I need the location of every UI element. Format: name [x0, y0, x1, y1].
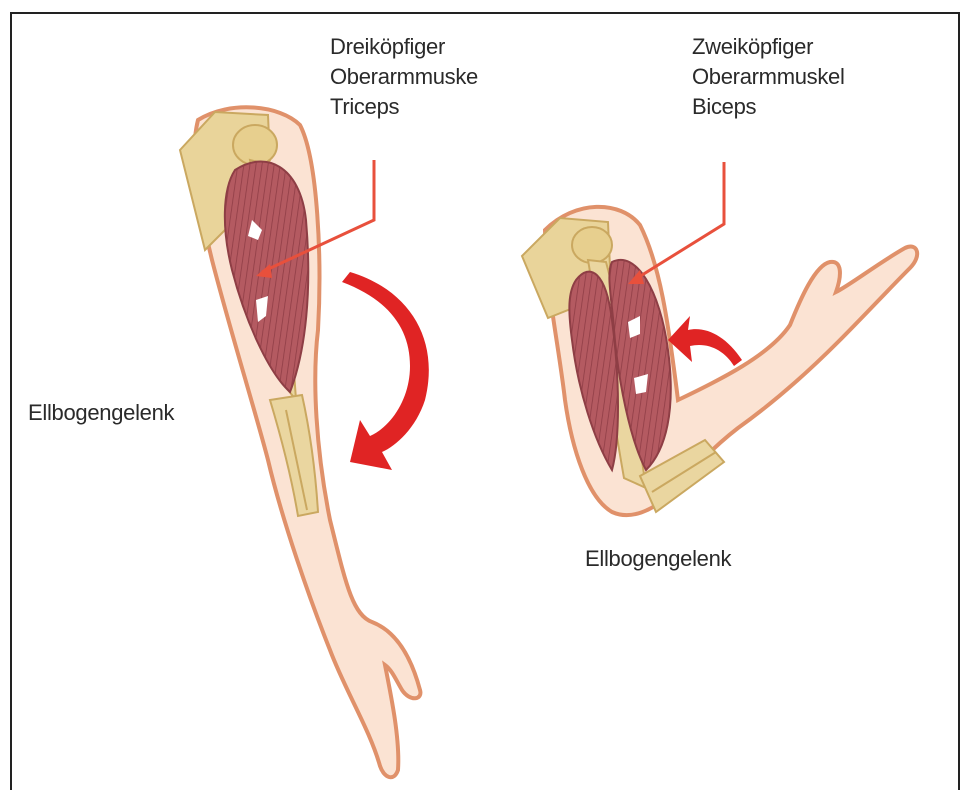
- left-elbow-joint-label: Ellbogengelenk: [28, 398, 174, 428]
- triceps-label-line-2: Oberarmmuske: [330, 62, 478, 92]
- triceps-label-line-1: Dreiköpfiger: [330, 32, 478, 62]
- left-arm: [180, 107, 429, 777]
- left-extension-arrow: [342, 272, 429, 470]
- triceps-label: Dreiköpfiger Oberarmmuske Triceps: [330, 32, 478, 122]
- right-elbow-joint-label: Ellbogengelenk: [585, 544, 731, 574]
- biceps-label: Zweiköpfiger Oberarmmuskel Biceps: [692, 32, 845, 122]
- right-arm: [522, 162, 917, 515]
- triceps-label-line-3: Triceps: [330, 92, 478, 122]
- biceps-label-line-2: Oberarmmuskel: [692, 62, 845, 92]
- right-flexion-arrow: [668, 316, 742, 366]
- left-humerus-head: [233, 125, 277, 165]
- right-humerus-head: [572, 227, 612, 263]
- biceps-label-line-1: Zweiköpfiger: [692, 32, 845, 62]
- biceps-label-line-3: Biceps: [692, 92, 845, 122]
